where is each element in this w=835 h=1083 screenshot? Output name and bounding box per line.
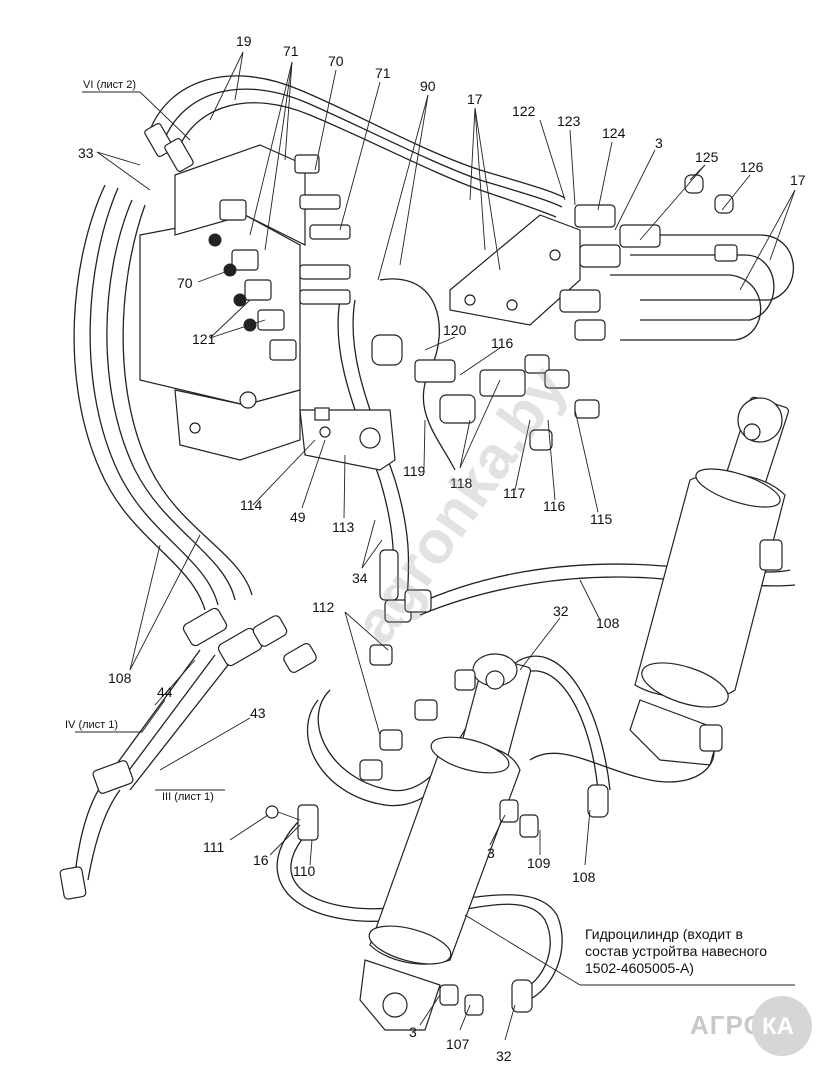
callout-70: 70 — [177, 275, 193, 291]
callout-108: 108 — [572, 869, 596, 885]
hydraulic-cylinder-right — [629, 396, 790, 766]
brand-logo-circle — [752, 996, 812, 1056]
callout-33: 33 — [78, 145, 94, 161]
callout-70: 70 — [328, 53, 344, 69]
callout-126: 126 — [740, 159, 764, 175]
note-line-3: 1502-4605005-А) — [585, 960, 694, 976]
callout-112: 112 — [312, 599, 335, 615]
right-bracket — [449, 214, 581, 326]
callout-16: 16 — [253, 852, 269, 868]
callout-113: 113 — [332, 519, 355, 535]
callout-32: 32 — [553, 603, 569, 619]
callout-71: 71 — [375, 65, 391, 81]
brand-logo-ka: КА — [762, 1013, 794, 1040]
callout-3: 3 — [409, 1024, 417, 1040]
callout-3: 3 — [655, 135, 663, 151]
callout-119: 119 — [403, 463, 426, 479]
callout-3: 3 — [487, 845, 495, 861]
callout-117: 117 — [503, 485, 526, 501]
callout-107: 107 — [446, 1036, 470, 1052]
valve-block — [139, 123, 351, 461]
quick-couplers — [371, 174, 738, 451]
note-line-1: Гидроцилиндр (входит в — [585, 926, 743, 942]
sheet-ref-vi: VI (лист 2) — [83, 79, 136, 91]
callout-110: 110 — [293, 863, 316, 879]
cylinder-note: Гидроцилиндр (входит в состав устройтва … — [585, 926, 825, 977]
callout-19: 19 — [236, 33, 252, 49]
callout-49: 49 — [290, 509, 306, 525]
note-line-2: состав устройтва навесного — [585, 943, 768, 959]
callout-17: 17 — [790, 172, 806, 188]
callout-44: 44 — [157, 684, 173, 700]
callout-32: 32 — [496, 1048, 512, 1064]
callout-114: 114 — [240, 497, 263, 513]
callout-43: 43 — [250, 705, 266, 721]
callout-34: 34 — [352, 570, 368, 586]
callout-17: 17 — [467, 91, 483, 107]
callout-108: 108 — [596, 615, 620, 631]
callout-115: 115 — [590, 511, 613, 527]
brand-logo-text: АГРО — [690, 1010, 765, 1040]
hydraulic-cylinder-lower — [359, 653, 609, 1031]
callout-108: 108 — [108, 670, 132, 686]
block-fittings — [144, 123, 351, 361]
bracket — [299, 407, 396, 471]
callout-118: 118 — [450, 475, 473, 491]
callout-116: 116 — [543, 498, 566, 514]
callout-116: 116 — [491, 335, 514, 351]
callout-109: 109 — [527, 855, 551, 871]
callout-125: 125 — [695, 149, 719, 165]
callout-111: 111 — [203, 839, 224, 855]
callout-122: 122 — [512, 103, 536, 119]
callout-labels: 19 71 70 71 90 17 122 123 124 3 125 126 … — [65, 33, 806, 1064]
leader-lines — [75, 51, 796, 1041]
sheet-ref-iii: III (лист 1) — [162, 791, 214, 803]
center-fittings — [265, 549, 476, 841]
callout-71: 71 — [283, 43, 299, 59]
callout-124: 124 — [602, 125, 626, 141]
callout-90: 90 — [420, 78, 436, 94]
callout-123: 123 — [557, 113, 581, 129]
callout-121: 121 — [192, 331, 216, 347]
sheet-ref-iv: IV (лист 1) — [65, 719, 118, 731]
callout-120: 120 — [443, 322, 467, 338]
lower-left-fittings — [59, 607, 317, 900]
